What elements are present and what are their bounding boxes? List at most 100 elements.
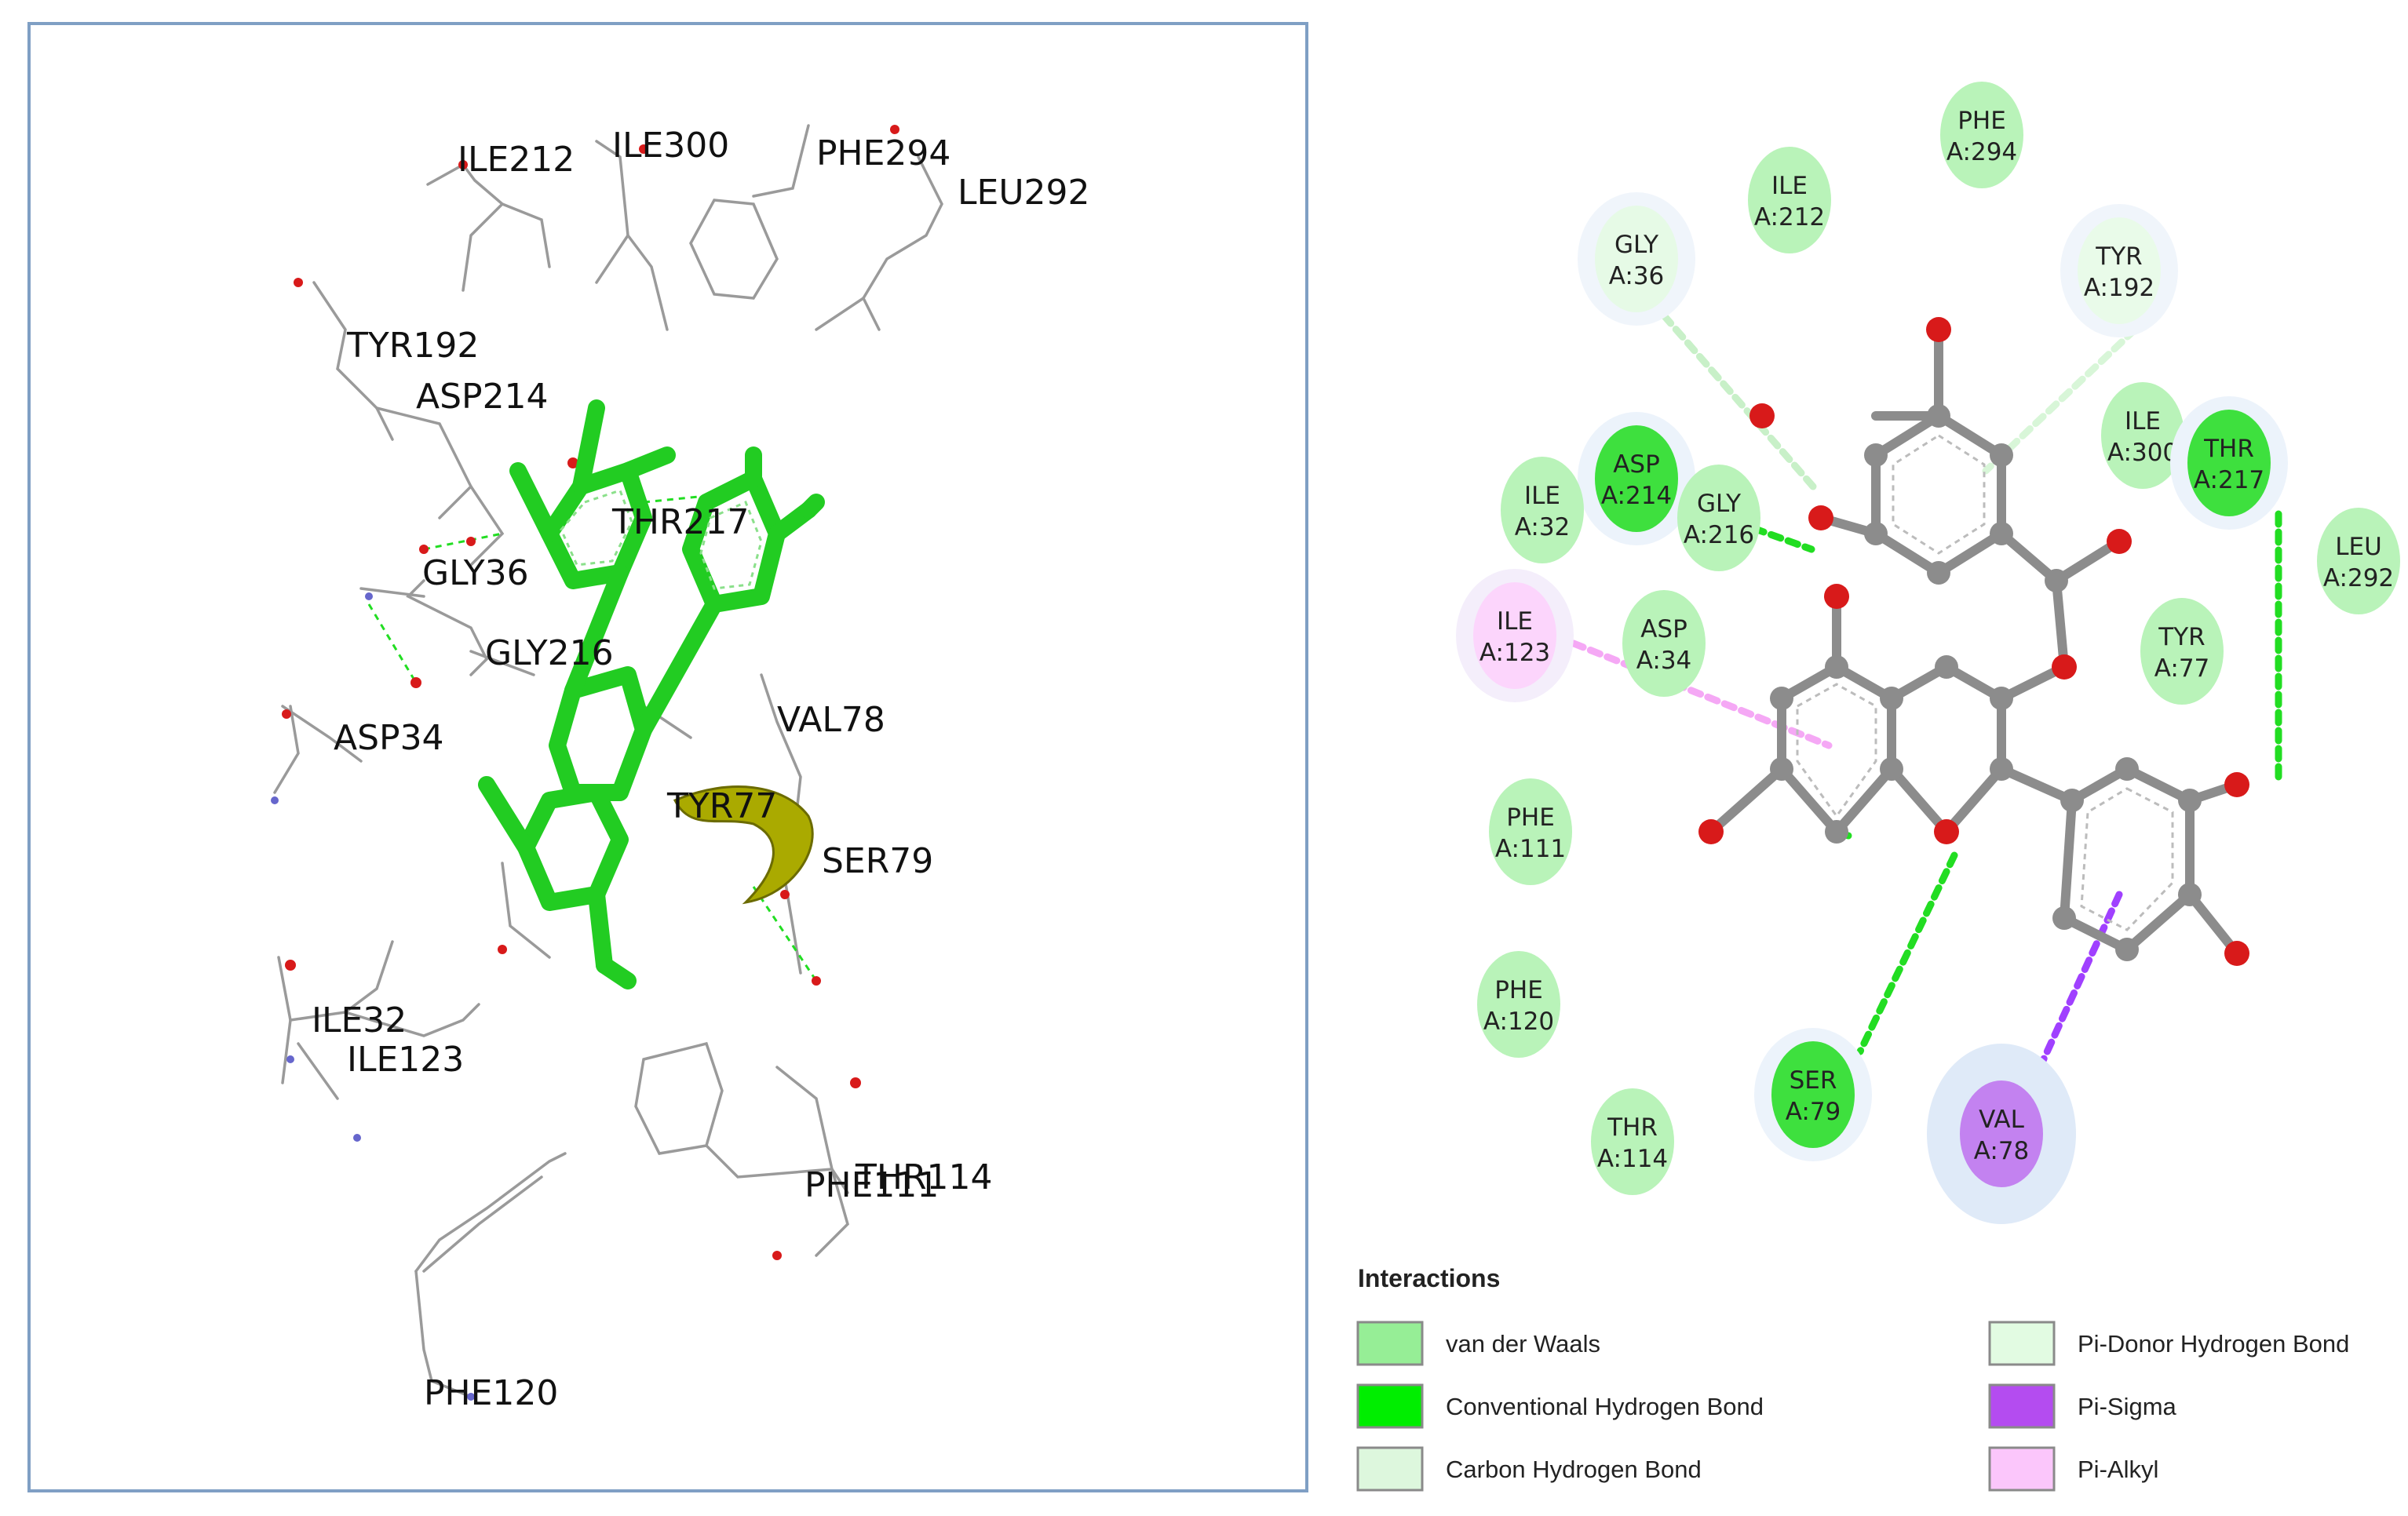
residue-thr-114: THR A:114 [1591, 1088, 1674, 1195]
ligand-2d-aromatic [1796, 434, 2174, 931]
pi-donor-line-tyr192 [1982, 326, 2139, 475]
residue-id: A:34 [1636, 647, 1692, 675]
label-gly216: GLY216 [485, 633, 614, 673]
residue-name: VAL [1979, 1106, 2024, 1134]
label-ile300: ILE300 [612, 126, 729, 166]
residue-asp-214: ASP A:214 [1578, 412, 1695, 545]
residue-disc [1595, 206, 1678, 312]
residue-phe-111: PHE A:111 [1489, 778, 1572, 885]
label-leu292: LEU292 [958, 173, 1090, 213]
hbond-line-ser79-b [1856, 851, 1958, 1055]
label-phe294: PHE294 [816, 133, 950, 173]
residue-phe-120: PHE A:120 [1477, 951, 1560, 1058]
legend-label: Carbon Hydrogen Bond [1446, 1456, 1702, 1483]
residue-name: PHE [1494, 976, 1543, 1004]
residue-disc [1960, 1081, 2043, 1187]
residue-disc [1591, 1088, 1674, 1195]
residue-disc [2078, 217, 2161, 324]
residue-gly-216: GLY A:216 [1677, 465, 1760, 571]
legend-label: Pi-Donor Hydrogen Bond [2078, 1330, 2349, 1357]
label-ser79: SER79 [822, 841, 933, 881]
residue-ser-79: SER A:79 [1754, 1028, 1872, 1161]
residue-name: ASP [1613, 450, 1660, 479]
residue-id: A:111 [1495, 835, 1566, 863]
residue-name: TYR [2158, 623, 2205, 651]
legend-label: Pi-Sigma [2078, 1393, 2177, 1420]
residue-disc [1771, 1041, 1855, 1148]
residue-disc [2140, 598, 2224, 705]
residue-leu-292: LEU A:292 [2317, 508, 2400, 614]
residue-disc [2101, 382, 2184, 489]
label-ile32: ILE32 [312, 1000, 407, 1040]
label-ile123: ILE123 [347, 1040, 464, 1080]
residue-name: THR [1607, 1113, 1658, 1142]
residue-name: SER [1790, 1066, 1837, 1095]
residue-id: A:123 [1479, 639, 1550, 667]
residue-id: A:214 [1601, 482, 1672, 510]
residue-disc [2317, 508, 2400, 614]
residue-ile-32: ILE A:32 [1501, 457, 1584, 563]
label-thr217: THR217 [611, 502, 750, 542]
legend-item: Pi-Sigma [1988, 1383, 2177, 1429]
residue-labels-3d: ILE212 ILE300 PHE294 LEU292 TYR192 ASP21… [312, 126, 1090, 1413]
residue-id: A:79 [1786, 1098, 1841, 1126]
label-gly36: GLY36 [422, 553, 529, 593]
residue-id: A:192 [2084, 274, 2154, 302]
residue-disc [1622, 590, 1706, 697]
ligand-3d-aromatic [560, 489, 763, 590]
label-tyr192: TYR192 [346, 326, 479, 366]
label-asp214: ASP214 [416, 377, 549, 417]
label-thr114: THR114 [855, 1157, 993, 1197]
legend-item: Conventional Hydrogen Bond [1356, 1383, 1764, 1429]
residue-disc [1595, 425, 1678, 532]
residue-id: A:294 [1946, 138, 2017, 166]
residue-disc [1501, 457, 1584, 563]
label-tyr77: TYR77 [666, 786, 777, 826]
residue-name: LEU [2335, 533, 2382, 561]
residue-id: A:292 [2323, 564, 2394, 592]
residue-id: A:114 [1597, 1145, 1668, 1173]
receptor-atoms [271, 125, 899, 1401]
residue-thr-217: THR A:217 [2170, 396, 2288, 530]
residue-id: A:212 [1754, 203, 1825, 231]
label-phe120: PHE120 [424, 1373, 558, 1413]
legend-swatch [1356, 1321, 1424, 1366]
residue-name: GLY [1697, 490, 1741, 518]
legend-item: van der Waals [1356, 1321, 1600, 1366]
panel-frame [27, 22, 1308, 1492]
residue-id: A:120 [1483, 1008, 1554, 1036]
legend-swatch [1988, 1321, 2056, 1366]
legend-swatch [1988, 1446, 2056, 1492]
residue-disc [1477, 951, 1560, 1058]
residue-name: TYR [2095, 242, 2142, 271]
residue-tyr-77: TYR A:77 [2140, 598, 2224, 705]
residue-name: THR [2203, 435, 2254, 463]
residue-disc [1489, 778, 1572, 885]
residue-name: ILE [1524, 482, 1560, 510]
hbond-dashes-3d [367, 493, 818, 982]
residue-id: A:216 [1684, 521, 1754, 549]
legend-item: Pi-Donor Hydrogen Bond [1988, 1321, 2349, 1366]
residue-id: A:77 [2154, 654, 2210, 683]
legend-title: Interactions [1358, 1264, 1500, 1292]
residue-id: A:217 [2194, 466, 2264, 494]
residue-disc [1677, 465, 1760, 571]
legend-label: Conventional Hydrogen Bond [1446, 1393, 1764, 1420]
legend-label: van der Waals [1446, 1330, 1600, 1357]
residue-disc [1748, 147, 1831, 253]
residue-disc [1940, 82, 2023, 188]
residue-id: A:32 [1515, 513, 1571, 541]
residue-id: A:300 [2107, 439, 2178, 467]
legend-swatch [1356, 1446, 1424, 1492]
residue-name: PHE [1506, 804, 1555, 832]
residue-disc [2187, 410, 2271, 516]
residue-tyr-192: TYR A:192 [2060, 204, 2178, 337]
